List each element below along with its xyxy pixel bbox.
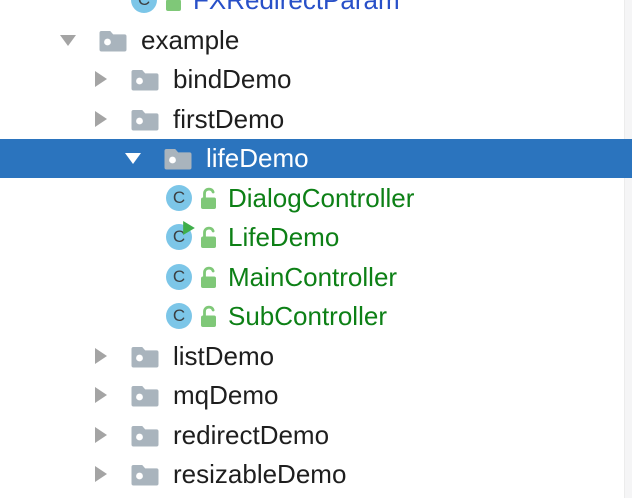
tree-item-binddemo[interactable]: bindDemo: [0, 60, 632, 100]
tree-item-label: SubController: [228, 301, 387, 332]
tree-item-firstdemo[interactable]: firstDemo: [0, 99, 632, 139]
package-folder-icon: [130, 343, 160, 369]
tree-item-label: listDemo: [173, 340, 275, 371]
package-folder-icon: [130, 461, 160, 487]
panel-right-gutter: [624, 0, 632, 498]
tree-item-label: mqDemo: [173, 380, 279, 411]
chevron-right-icon[interactable]: [88, 344, 112, 368]
tree-item-label: FXRedirectParam: [193, 0, 400, 16]
tree-item-label: resizableDemo: [173, 459, 347, 490]
chevron-right-icon[interactable]: [88, 423, 112, 447]
tree-item-label: bindDemo: [173, 64, 292, 95]
package-folder-icon: [98, 27, 128, 53]
tree-item-label: LifeDemo: [228, 222, 340, 253]
class-icon: C: [166, 303, 192, 330]
package-folder-icon: [163, 145, 193, 171]
class-icon: C: [166, 263, 192, 290]
chevron-down-icon[interactable]: [121, 146, 145, 170]
chevron-down-icon[interactable]: [56, 28, 80, 52]
tree-item-label: MainController: [228, 261, 398, 292]
tree-item-fxredirectparam[interactable]: C FXRedirectParam: [0, 0, 632, 20]
tree-item-redirectdemo[interactable]: redirectDemo: [0, 415, 632, 455]
chevron-right-icon[interactable]: [88, 107, 112, 131]
tree-item-lifedemo[interactable]: lifeDemo: [0, 138, 632, 178]
run-badge-icon: [183, 221, 195, 236]
tree-item-listdemo[interactable]: listDemo: [0, 336, 632, 376]
tree-item-label: DialogController: [228, 182, 415, 213]
tree-item-label: lifeDemo: [206, 143, 309, 174]
unlocked-icon: [199, 224, 218, 250]
unlocked-icon: [164, 0, 183, 13]
class-icon: C: [166, 221, 195, 251]
tree-item-maincontroller[interactable]: C MainController: [0, 257, 632, 297]
chevron-right-icon[interactable]: [88, 67, 112, 91]
tree-item-label: example: [141, 24, 240, 55]
unlocked-icon: [199, 303, 218, 329]
tree-item-label: firstDemo: [173, 103, 285, 134]
tree-item-mqdemo[interactable]: mqDemo: [0, 376, 632, 416]
tree-item-subcontroller[interactable]: C SubController: [0, 297, 632, 337]
package-folder-icon: [130, 382, 160, 408]
tree-item-resizabledemo[interactable]: resizableDemo: [0, 455, 632, 495]
unlocked-icon: [199, 264, 218, 290]
class-icon: C: [131, 0, 157, 14]
chevron-right-icon[interactable]: [88, 462, 112, 486]
tree-item-dialogcontroller[interactable]: C DialogController: [0, 178, 632, 218]
unlocked-icon: [199, 185, 218, 211]
tree-item-example[interactable]: example: [0, 20, 632, 60]
chevron-right-icon[interactable]: [88, 383, 112, 407]
class-icon: C: [166, 184, 192, 211]
package-folder-icon: [130, 106, 160, 132]
tree-item-label: redirectDemo: [173, 419, 330, 450]
tree-item-lifedemo-class[interactable]: C LifeDemo: [0, 218, 632, 258]
package-folder-icon: [130, 66, 160, 92]
package-folder-icon: [130, 422, 160, 448]
